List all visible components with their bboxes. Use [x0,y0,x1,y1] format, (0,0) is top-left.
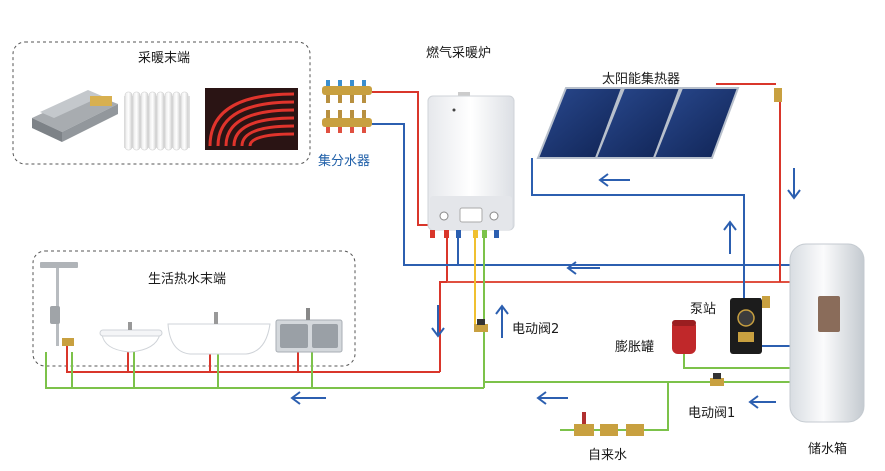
radiator [124,91,190,151]
solar-collector-label: 太阳能集热器 [602,72,681,87]
tap-water-valve-icon [574,412,644,436]
dhw-hot-pipe [439,238,448,372]
hot-water-terminal-label: 生活热水末端 [148,272,227,287]
electric-valve-2-icon [474,319,488,332]
shower [40,262,78,346]
bathtub [167,312,271,355]
electric-valve-1-label: 电动阀1 [688,406,736,421]
manifold-label: 集分水器 [318,154,371,169]
electric-valve-1-icon [710,373,724,386]
dhw-green-line [45,352,484,389]
heating-supply-pipe [372,91,433,238]
pump-station [730,296,770,354]
dhw-red-line [66,345,440,373]
expansion-tank [672,320,696,354]
wash-basin [99,322,163,353]
storage-tank [789,243,865,423]
gas-boiler [427,92,515,238]
hot-water-terminal-box [32,250,356,367]
arrow-icon [290,168,801,409]
fan-coil-unit [32,90,118,142]
expansion-tank-label: 膨胀罐 [615,340,655,355]
kitchen-sink [275,308,343,353]
pump-station-label: 泵站 [690,302,717,317]
solar-supply-pipe [776,95,781,282]
expansion-tank-pipe [683,352,812,369]
boiler-knob-left [439,211,449,221]
gas-boiler-label: 燃气采暖炉 [426,46,492,61]
heating-terminal-label: 采暖末端 [138,51,191,66]
boiler-knob-right [489,211,499,221]
floor-heating [205,88,298,150]
solar-collector [536,87,782,159]
tap-water-label: 自来水 [588,448,628,463]
tap-water-pipe [560,382,669,431]
manifold [322,80,372,133]
solar-return-pipe [531,158,745,298]
electric-valve-2-label: 电动阀2 [512,322,560,337]
storage-tank-label: 储水箱 [808,442,848,457]
